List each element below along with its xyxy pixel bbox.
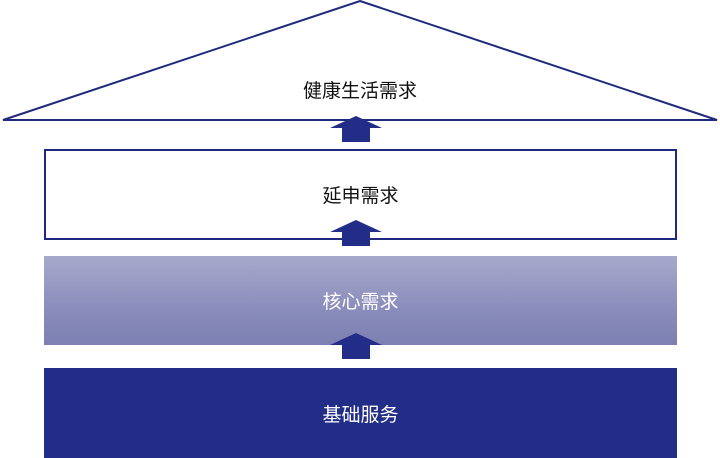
up-arrow-1 [330, 116, 382, 142]
roof-label: 健康生活需求 [302, 80, 417, 102]
basic-services-layer: 基础服务 [44, 368, 677, 458]
extension-needs-label: 延申需求 [322, 185, 399, 207]
core-needs-label: 核心需求 [322, 291, 399, 313]
up-arrow-3 [330, 333, 382, 359]
roof-triangle [2, 0, 718, 121]
up-arrow-2 [330, 220, 382, 246]
basic-services-label: 基础服务 [322, 403, 399, 426]
core-needs-layer: 核心需求 [44, 256, 677, 345]
